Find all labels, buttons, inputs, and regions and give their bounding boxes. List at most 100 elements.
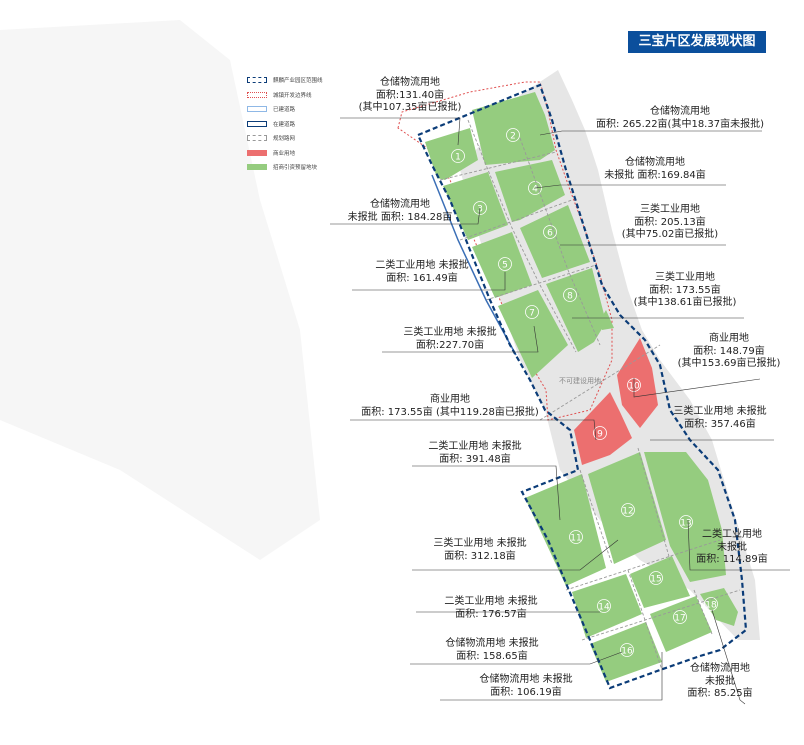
small-green-patch (600, 310, 614, 330)
parcel-1: 1 (425, 128, 478, 180)
parcel-13: 13 (644, 452, 726, 582)
annotation-line: 面积: 106.19亩 (490, 686, 562, 698)
annotation-line: 未报批 面积:169.84亩 (604, 169, 706, 181)
parcel-12-label: 12 (622, 507, 633, 517)
parcel-12: 12 (588, 452, 666, 564)
parcel-7-label: 7 (529, 309, 535, 319)
parcel-18: 18 (700, 588, 738, 626)
annotation-line: 未报批 (705, 675, 735, 687)
legend-item-road-under-construction: 在建道路 (247, 117, 357, 132)
annotation-parcel-2: 仓储物流用地 面积: 265.22亩(其中18.37亩未报批) (580, 106, 780, 131)
legend-label: 麒麟产业园区范围线 (273, 78, 323, 85)
legend-symbol-reserved-land (247, 164, 267, 171)
annotation-line: 未报批 (717, 541, 747, 553)
annotation-line: 仓储物流用地 (625, 157, 685, 168)
parcel-15-label: 15 (650, 575, 661, 585)
legend-label: 商业用地 (273, 150, 296, 157)
annotation-parcel-13: 二类工业用地 未报批 面积: 114.89亩 (680, 529, 784, 567)
legend-label: 已建道路 (273, 107, 296, 114)
annotation-line: 面积: 205.13亩 (634, 216, 706, 228)
legend-symbol-commercial-land (247, 149, 267, 156)
parcel-2: 2 (472, 92, 555, 165)
annotation-parcel-10: 商业用地 面积: 148.79亩 (其中153.69亩已报批) (664, 333, 794, 371)
legend-symbol-road-under-construction (247, 120, 267, 127)
leader-lines (330, 117, 790, 705)
annotation-line: 二类工业用地 未报批 (428, 441, 522, 452)
parcel-4: 4 (495, 160, 565, 222)
annotation-parcel-14: 二类工业用地 未报批 面积: 176.57亩 (426, 596, 556, 621)
parcel-11: 11 (525, 474, 606, 586)
annotation-line: 面积: 114.89亩 (696, 554, 768, 565)
annotation-line: 面积: 173.55亩 (其中119.28亩已报批) (361, 406, 539, 418)
planned-road-network (439, 119, 741, 671)
annotation-line: 面积:131.40亩 (375, 89, 445, 101)
parcel-6: 6 (520, 205, 590, 278)
annotation-parcel-3: 仓储物流用地 未报批 面积: 184.28亩 (330, 199, 470, 224)
annotation-line: 面积: 85.25亩 (687, 688, 753, 699)
non-buildable-label: 不可建设用地 (559, 376, 601, 385)
parcel-6-label: 6 (547, 229, 553, 239)
legend-item-planned-roads: 规划路网 (247, 131, 357, 146)
annotation-line: 面积: 265.22亩(其中18.37亩未报批) (596, 118, 764, 130)
legend-symbol-park-boundary (247, 77, 267, 84)
annotation-line: (其中107.35亩已报批) (358, 102, 462, 113)
map-legend: 麒麟产业园区范围线 城镇开发边界线 已建道路 在建道路 规划路网 商业用地 招商… (247, 73, 357, 175)
annotation-line: 仓储物流用地 (690, 663, 750, 674)
annotation-parcel-5: 二类工业用地 未报批 面积: 161.49亩 (352, 260, 492, 285)
annotation-parcel-8: 三类工业用地 面积: 173.55亩 (其中138.61亩已报批) (622, 272, 748, 310)
legend-label: 在建道路 (273, 121, 296, 128)
annotation-line: 面积: 391.48亩 (439, 453, 511, 465)
legend-symbol-built-road (247, 106, 267, 113)
parcel-16: 16 (590, 622, 662, 682)
annotation-line: 仓储物流用地 未报批 (445, 638, 539, 649)
parcel-8: 8 (546, 268, 606, 352)
legend-symbol-planned-roads (247, 135, 267, 142)
legend-label: 规划路网 (273, 136, 296, 143)
annotation-line: 仓储物流用地 (380, 77, 440, 88)
legend-item-development-boundary: 城镇开发边界线 (247, 88, 357, 103)
annotation-line: 三类工业用地 (655, 272, 715, 283)
annotation-line: 二类工业用地 未报批 (444, 596, 538, 607)
parcel-14-label: 14 (598, 603, 610, 613)
parcel-7: 7 (498, 290, 568, 378)
annotation-line: 面积: 148.79亩 (693, 345, 765, 357)
annotation-parcel-11: 二类工业用地 未报批 面积: 391.48亩 (410, 441, 540, 466)
annotation-line: 商业用地 (430, 394, 470, 405)
parcel-16-label: 16 (621, 647, 633, 657)
legend-item-built-road: 已建道路 (247, 102, 357, 117)
annotation-parcel-12: 三类工业用地 未报批 面积: 312.18亩 (410, 538, 550, 563)
parcel-4-label: 4 (532, 185, 538, 195)
annotation-parcel-7: 三类工业用地 未报批 面积:227.70亩 (380, 327, 520, 352)
annotation-parcel-1: 仓储物流用地 面积:131.40亩 (其中107.35亩已报批) (340, 77, 480, 115)
parcel-5-label: 5 (502, 261, 508, 271)
parcel-5: 5 (472, 232, 532, 298)
background-terrain (0, 20, 320, 560)
annotation-line: 面积: 312.18亩 (444, 550, 516, 562)
annotation-line: (其中153.69亩已报批) (677, 358, 781, 369)
annotation-line: 未报批 面积: 184.28亩 (347, 211, 453, 223)
annotation-line: 仓储物流用地 (650, 106, 710, 117)
legend-label: 招商引资预留地块 (273, 165, 318, 172)
parcel-18-label: 18 (705, 601, 717, 611)
parcel-9: 9 (574, 392, 632, 465)
legend-label: 城镇开发边界线 (273, 92, 312, 99)
annotation-parcel-6: 三类工业用地 面积: 205.13亩 (其中75.02亩已报批) (610, 204, 730, 242)
legend-item-commercial-land: 商业用地 (247, 146, 357, 161)
parcel-11-label: 11 (570, 534, 581, 544)
map-title: 三宝片区发展现状图 (628, 31, 766, 53)
annotation-parcel-16: 仓储物流用地 未报批 面积: 158.65亩 (422, 638, 562, 663)
legend-symbol-development-boundary (247, 91, 267, 98)
annotation-parcel-18: 仓储物流用地 未报批 面积: 85.25亩 (668, 663, 772, 701)
annotation-parcel-13-top: 三类工业用地 未报批 面积: 357.46亩 (664, 406, 776, 431)
legend-item-reserved-land: 招商引资预留地块 (247, 160, 357, 175)
built-road (431, 174, 517, 356)
development-boundary (397, 81, 613, 421)
industrial-park-boundary (416, 83, 748, 690)
parcel-9-label: 9 (597, 430, 603, 440)
parcel-13-label: 13 (680, 519, 691, 529)
parcel-17-label: 17 (674, 614, 685, 624)
parcel-15: 15 (630, 556, 690, 608)
annotation-line: 面积: 158.65亩 (456, 650, 528, 662)
annotation-parcel-4: 仓储物流用地 未报批 面积:169.84亩 (590, 157, 720, 182)
